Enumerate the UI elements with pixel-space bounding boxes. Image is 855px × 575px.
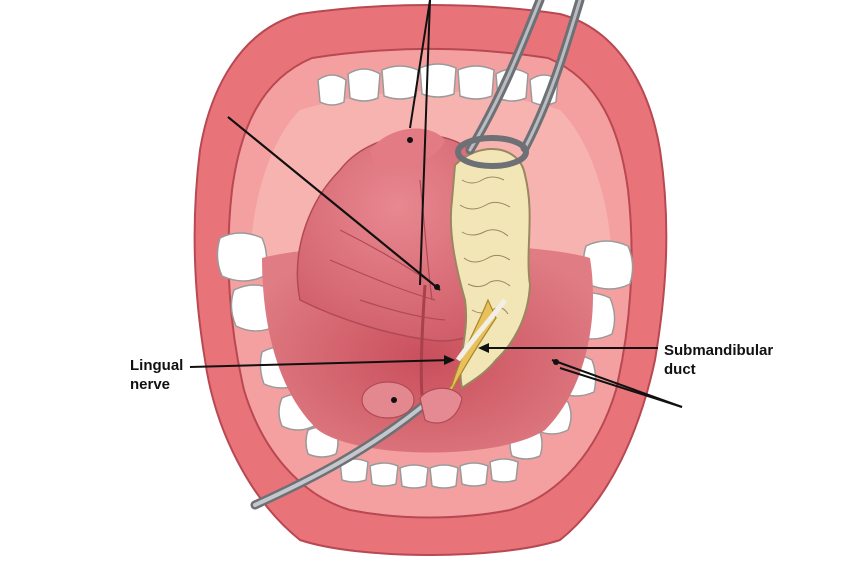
lingual-nerve-label-line2: nerve [130, 376, 171, 393]
lingual-nerve-label: Lingual nerve [130, 356, 183, 394]
suction-tube-highlight [253, 398, 432, 507]
submandibular-duct-label-line2: duct [664, 361, 696, 378]
submandibular-duct-label: Submandibular duct [664, 341, 773, 379]
lingual-nerve-label-line1: Lingual [130, 357, 184, 374]
retracted-tissue [419, 387, 463, 424]
forceps-tip [455, 135, 529, 169]
sublingual-caruncle [361, 381, 415, 419]
frenulum [419, 284, 427, 396]
forceps-highlight [468, 0, 582, 152]
caruncle-point [391, 397, 397, 403]
tongue-tip [370, 128, 445, 169]
pointer-arrowheads [444, 343, 489, 365]
submandibular-duct-label-line1: Submandibular [664, 342, 774, 359]
lower-teeth [339, 458, 519, 489]
pointer-endpoints [407, 137, 559, 365]
pointer-lines [189, 0, 683, 408]
lingual-nerve-shape [455, 298, 507, 362]
